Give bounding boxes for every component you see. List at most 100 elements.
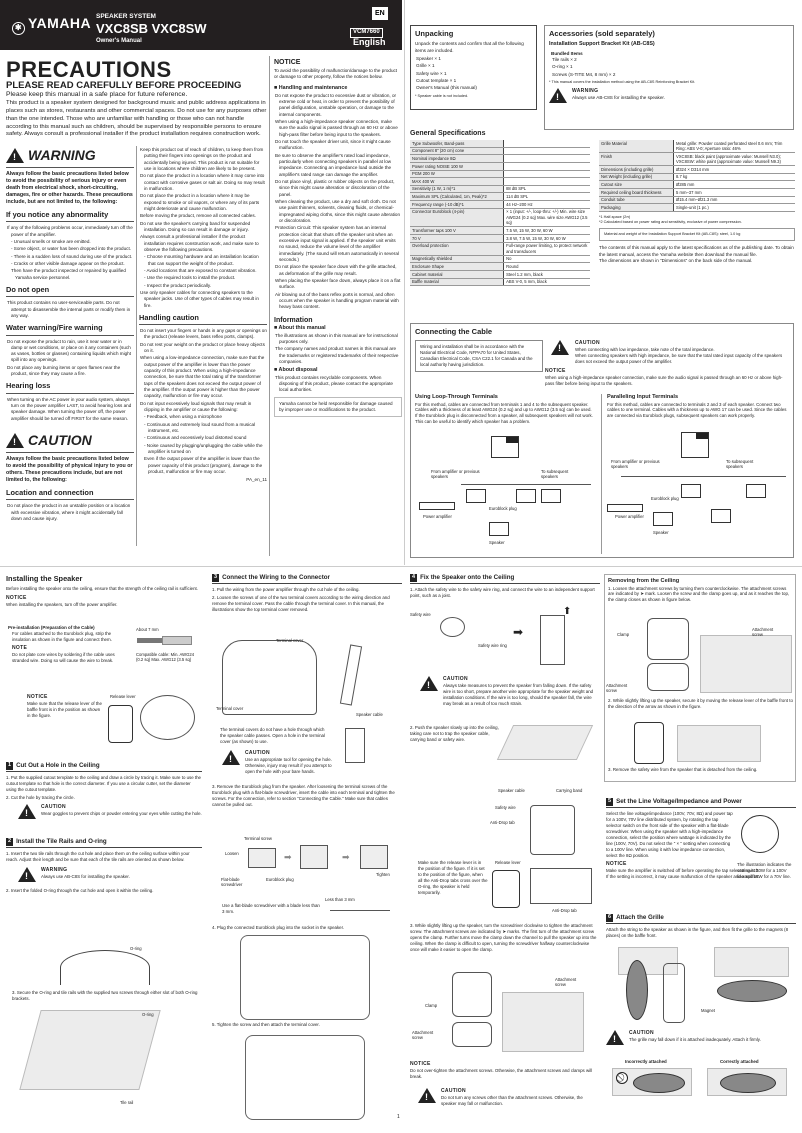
spec-value: VXC8SB: black paint (approximate value: … <box>673 152 795 167</box>
list-item: - Choose mounting hardware and an instal… <box>144 254 259 266</box>
anti-drop-figure <box>530 868 592 904</box>
list-item: When turning on the AC power in your aud… <box>7 396 132 421</box>
o-ring-figure <box>60 950 150 985</box>
list-item: The illustrations as shown in this manua… <box>275 332 398 345</box>
list-item: - Continuous and excessively loud distor… <box>144 435 247 441</box>
installing-section: Installing the Speaker Before installing… <box>6 574 202 608</box>
incorrect-label: Incorrectly attached <box>625 1059 667 1064</box>
brand-name: YAMAHA <box>28 15 92 31</box>
electrical-code-note: Wiring and installation shall be in acco… <box>415 340 543 372</box>
warning-triangle-icon <box>6 148 24 164</box>
speaker-label: Speaker <box>489 540 505 545</box>
speaker-icon <box>541 489 561 503</box>
spec-value: ABS V-0, 5 mm, black <box>503 278 590 287</box>
list-item: Always consult a professional installer … <box>140 234 259 252</box>
speaker-icon <box>653 512 673 526</box>
list-item: Tile rails × 2 <box>552 57 577 63</box>
magnets-figure <box>714 947 789 977</box>
tile-rail-figure <box>19 1010 161 1090</box>
step-3-item-3: 3. Remove the Euroblock plug from the sp… <box>212 784 395 807</box>
step-number: 6 <box>606 914 614 922</box>
spec-key: Overload protection <box>410 242 505 256</box>
euroblock-terminal-diagram <box>681 432 709 458</box>
caution-triangle-icon <box>551 340 569 355</box>
spec-key: Finish <box>599 152 674 167</box>
doc-type: Owner's Manual <box>96 38 142 44</box>
list-item: This product contains no user-serviceabl… <box>7 300 131 318</box>
latest-spec-note: The contents of this manual apply to the… <box>599 245 794 257</box>
connecting-cable-heading: Connecting the Cable <box>415 327 493 336</box>
list-item: Make sure the amplifier is switched off … <box>606 867 760 873</box>
magnet-label: Magnet <box>701 1008 715 1013</box>
speaker-icon <box>466 489 486 503</box>
spec-key: Cutout size <box>599 180 674 190</box>
caution-triangle-icon <box>6 433 24 449</box>
list-item: Protection Circuit: This speaker system … <box>275 225 399 262</box>
yamaha-logo: ✱YAMAHA <box>12 14 91 35</box>
notice-heading: NOTICE <box>274 59 301 66</box>
about-manual-heading: ■ About this manual <box>274 325 326 332</box>
terminal-cover-label: Terminal cover <box>276 638 304 643</box>
spec-key: 70 V <box>410 234 505 243</box>
language-label: English <box>353 37 386 47</box>
spec-row: Net Weight (including grille)8.7 kg <box>599 173 795 182</box>
water-fire-heading: Water warning/Fire warning <box>6 323 134 336</box>
list-item: Then have the product inspected or repai… <box>11 268 126 280</box>
column-divider <box>601 394 602 554</box>
release-lever-figure <box>492 870 520 908</box>
attachment-screw-label: Attachment screw <box>555 977 577 988</box>
euroblock-plug-figure <box>248 848 276 868</box>
carrying-band-label: Carrying band <box>556 788 583 793</box>
clamp-detail-figure <box>647 618 689 660</box>
spec-key: Maximum SPL (Calculated, 1m, Peak)*2 <box>410 192 505 202</box>
tap-selector-switch-figure <box>741 815 779 853</box>
list-item: Do not place vinyl, plastic or rubber ob… <box>275 179 395 197</box>
terminal-cover-label: Terminal cover <box>216 706 244 711</box>
spec-value: 88 dB SPL <box>503 185 590 194</box>
speaker-icon <box>489 522 509 536</box>
spec-value <box>503 147 590 156</box>
doc-code: VCM7660 <box>350 28 383 38</box>
string-detail-figure <box>663 963 685 1023</box>
footnote-1: *1 Half-space (2π) <box>599 215 631 220</box>
spec-key: Nominal impedance 8Ω <box>410 154 505 163</box>
spec-key: Magnetically shielded <box>410 255 505 264</box>
cable-insulation-icon <box>162 636 192 645</box>
installing-heading: Installing the Speaker <box>6 574 83 583</box>
spec-key: MAX 400 W <box>410 177 505 186</box>
release-lever-figure <box>634 722 664 764</box>
tighten-label: Tighten <box>376 872 390 877</box>
removing-heading: Removing from the Ceiling <box>608 578 680 584</box>
accessories-heading: Accessories (sold separately) <box>549 29 655 38</box>
list-item: If the setting is incorrect, it may caus… <box>606 873 760 879</box>
terminal-screw-label: Terminal screw <box>244 836 272 841</box>
flat-blade-label: Flat-blade screwdriver <box>221 877 243 888</box>
from-amp-label: From amplifier or previous speakers <box>431 469 480 480</box>
warning-triangle-icon <box>18 867 36 882</box>
speaker-can-figure <box>530 805 575 855</box>
list-item: Even if the output power of the amplifie… <box>144 456 263 474</box>
step-3-item-4: 4. Plug the connected Euroblock plug int… <box>212 925 345 930</box>
spec-value: No <box>503 255 590 264</box>
list-item: The company names and product names in t… <box>275 346 399 365</box>
page-divider <box>404 0 405 565</box>
speaker-cable-label: Speaker cable <box>498 788 525 793</box>
unpacking-note: * Speaker cable is not included. <box>415 93 469 98</box>
spec-value <box>503 170 590 179</box>
abnormality-list: If any of the following problems occur, … <box>6 225 134 281</box>
to-subsequent-label: To subsequent speakers <box>726 459 754 470</box>
model-names: VXC8SB VXC8SW <box>96 21 207 36</box>
speaker-label: Speaker <box>653 530 669 535</box>
screw-detail-figure <box>452 1022 492 1047</box>
spec-key: Power rating NOISE 100 W <box>410 162 505 171</box>
list-item: Do not place any burning items or open f… <box>7 364 121 377</box>
power-amplifier-icon <box>419 502 455 510</box>
spec-key: Cabinet material <box>410 270 505 279</box>
